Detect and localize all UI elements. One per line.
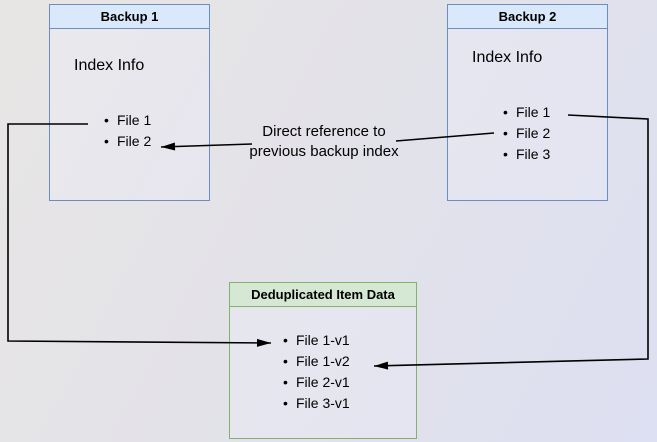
backup1-box: Backup 1 Index Info File 1 File 2: [49, 4, 210, 201]
direct-reference-label-line2: previous backup index: [249, 143, 399, 160]
backup2-file-list: File 1 File 2 File 3: [503, 102, 550, 165]
list-item: File 1-v1: [283, 330, 350, 351]
list-item: File 3-v1: [283, 393, 350, 414]
backup2-box: Backup 2 Index Info File 1 File 2 File 3: [447, 4, 608, 201]
backup2-subtitle: Index Info: [472, 49, 543, 66]
backup1-subtitle: Index Info: [74, 57, 145, 74]
direct-reference-label-line1: Direct reference to: [262, 123, 386, 140]
list-item: File 2: [503, 123, 550, 144]
list-item: File 1: [104, 110, 151, 131]
list-item: File 2: [104, 131, 151, 152]
dedup-box: Deduplicated Item Data File 1-v1 File 1-…: [229, 282, 417, 439]
backup1-title: Backup 1: [50, 5, 209, 29]
dedup-file-list: File 1-v1 File 1-v2 File 2-v1 File 3-v1: [283, 330, 350, 414]
list-item: File 1: [503, 102, 550, 123]
dedup-title: Deduplicated Item Data: [230, 283, 416, 307]
backup2-title: Backup 2: [448, 5, 607, 29]
backup1-file-list: File 1 File 2: [104, 110, 151, 152]
list-item: File 1-v2: [283, 351, 350, 372]
list-item: File 2-v1: [283, 372, 350, 393]
direct-reference-label: Direct reference to previous backup inde…: [234, 122, 414, 162]
list-item: File 3: [503, 144, 550, 165]
